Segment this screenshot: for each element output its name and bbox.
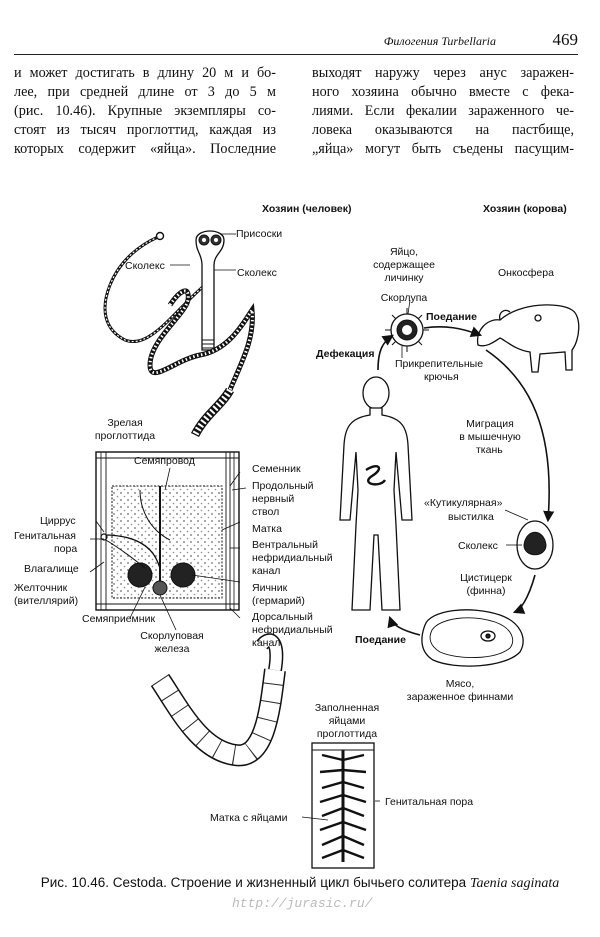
- label-vitellaria-1: Желточник: [14, 582, 68, 594]
- cow-host-drawing: [476, 304, 580, 373]
- label-ventral-2: нефридиальный: [252, 552, 333, 564]
- text-line: (рис. 10.46). Крупные экземпляры со-: [14, 103, 276, 119]
- label-hooks-1: Прикрепительные: [395, 358, 483, 370]
- label-suckers: Присоски: [236, 228, 282, 240]
- label-dorsal-1: Дорсальный: [252, 611, 313, 623]
- text-line: лиями. Если фекалии зараженного че-: [312, 103, 574, 119]
- label-cuticle-1: «Кутикулярная»: [424, 497, 503, 509]
- label-ventral-1: Вентральный: [252, 539, 318, 551]
- label-vagina: Влагалище: [24, 563, 79, 575]
- leader-lines: [89, 233, 529, 821]
- label-longitudinal-2: нервный: [252, 493, 294, 505]
- label-longitudinal-1: Продольный: [252, 480, 314, 492]
- egg-drawing: [385, 308, 429, 352]
- text-line: лее, при средней длине от 3 до 5 м: [14, 84, 276, 100]
- caption-text: Рис. 10.46. Cestoda. Строение и жизненны…: [40, 875, 467, 890]
- infected-meat-drawing: [421, 609, 524, 667]
- cysticercus-drawing: [516, 520, 554, 570]
- label-uterus: Матка: [252, 523, 282, 535]
- label-ovary-1: Яичник: [252, 582, 288, 594]
- label-egg-3: личинку: [384, 272, 424, 284]
- text-line: которых содержит «яйца». Последние: [14, 141, 276, 157]
- label-filled-2: яйцами: [329, 715, 366, 727]
- body-column-right: выходят наружу через анус заражен- ного …: [312, 64, 574, 159]
- label-ingestion-bottom: Поедание: [355, 634, 406, 646]
- figure-labels: Хозяин (человек) Хозяин (корова) Присоск…: [14, 203, 567, 824]
- label-scolex-b: Сколекс: [237, 267, 277, 279]
- label-cuticle-2: выстилка: [448, 511, 494, 523]
- label-filled-1: Заполненная: [315, 702, 379, 714]
- label-scolex-c: Сколекс: [458, 540, 498, 552]
- human-host-drawing: [339, 376, 413, 611]
- label-seminal-receptacle: Семяприемник: [82, 613, 155, 625]
- label-shell-gland-1: Скорлуповая: [140, 630, 204, 642]
- label-dorsal-3: канал: [252, 637, 280, 649]
- running-header-title: Филогения Turbellaria: [383, 34, 496, 48]
- figure-taenia-life-cycle: Хозяин (человек) Хозяин (корова) Присоск…: [14, 203, 580, 869]
- label-cirrus: Циррус: [40, 515, 76, 527]
- label-shell: Скорлупа: [381, 292, 428, 304]
- label-mature-1: Зрелая: [107, 417, 142, 429]
- label-vas-deferens: Семяпровод: [134, 455, 195, 467]
- label-migration-2: в мышечную: [459, 431, 521, 443]
- body-column-left: и может достигать в длину 20 м и бо- лее…: [14, 64, 276, 159]
- label-migration-3: ткань: [476, 444, 503, 456]
- label-host-cow: Хозяин (корова): [483, 203, 567, 215]
- mature-proglottid-diagram: [95, 451, 240, 611]
- label-meat-1: Мясо,: [446, 678, 475, 690]
- label-defecation: Дефекация: [316, 348, 374, 360]
- label-testis: Семенник: [252, 463, 301, 475]
- watermark: http://jurasic.ru/: [232, 896, 373, 911]
- label-ingestion-top: Поедание: [426, 311, 477, 323]
- label-scolex-a: Сколекс: [125, 260, 165, 272]
- label-cysticercus-2: (финна): [467, 585, 506, 597]
- text-line: выходят наружу через анус заражен-: [312, 65, 574, 81]
- whole-tapeworm-drawing: [103, 230, 255, 438]
- label-migration-1: Миграция: [466, 418, 514, 430]
- label-vitellaria-2: (вителлярий): [14, 595, 78, 607]
- label-ventral-3: канал: [252, 565, 280, 577]
- label-cysticercus-1: Цистицерк: [460, 572, 512, 584]
- label-ovary-2: (гермарий): [252, 595, 305, 607]
- text-line: и может достигать в длину 20 м и бо-: [14, 65, 276, 81]
- label-genital-pore-b: Генитальная пора: [385, 796, 473, 808]
- figure-caption: Рис. 10.46. Cestoda. Строение и жизненны…: [0, 875, 600, 892]
- label-longitudinal-3: ствол: [252, 506, 279, 518]
- label-dorsal-2: нефридиальный: [252, 624, 333, 636]
- label-uterus-eggs: Матка с яйцами: [210, 812, 288, 824]
- running-header: Филогения Turbellaria 469: [14, 30, 578, 55]
- label-genital-pore-1: Генитальная: [14, 530, 76, 542]
- text-line: „яйца» могут быть съедены пасущим-: [312, 141, 574, 157]
- label-egg-2: содержащее: [373, 259, 435, 271]
- label-meat-2: зараженное финнами: [407, 691, 514, 703]
- gravid-proglottid-drawing: [311, 742, 375, 869]
- label-filled-3: проглоттида: [317, 728, 377, 740]
- text-line: стоят из тысяч проглоттид, каждая из: [14, 122, 276, 138]
- label-egg-1: Яйцо,: [390, 246, 418, 258]
- label-hooks-2: крючья: [424, 371, 459, 383]
- page-number: 469: [552, 30, 579, 49]
- label-genital-pore-2: пора: [54, 543, 77, 555]
- label-mature-2: проглоттида: [95, 430, 155, 442]
- text-line: ловека оказываются на пастбище,: [312, 122, 574, 138]
- label-host-human: Хозяин (человек): [262, 203, 352, 215]
- proglottid-chain-drawing: [150, 633, 286, 767]
- label-shell-gland-2: железа: [155, 643, 190, 655]
- label-oncosphere: Онкосфера: [498, 267, 554, 279]
- caption-species: Taenia saginata: [469, 876, 560, 891]
- life-cycle-arrows: [377, 326, 555, 636]
- text-line: ного хозяина обычно вместе с фека-: [312, 84, 574, 100]
